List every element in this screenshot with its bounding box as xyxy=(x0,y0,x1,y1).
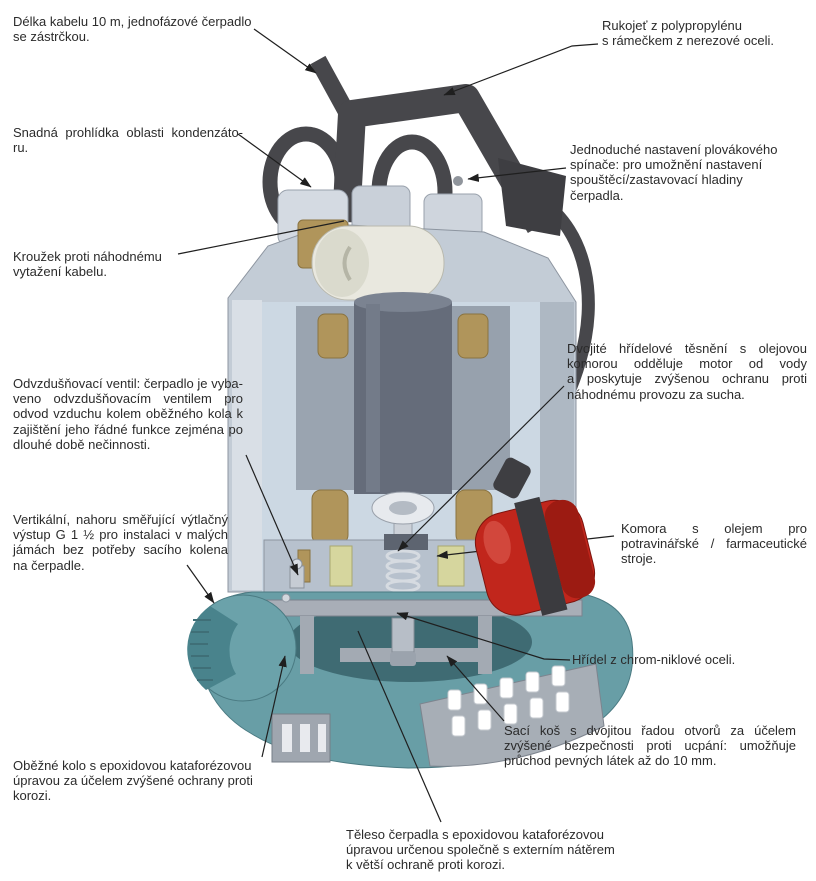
callout-text-line: se zástrčkou. xyxy=(13,29,90,45)
callout-rukojet: Rukojeť z polypropylénu s rámečkem z ner… xyxy=(602,18,802,48)
callout-delka-kabelu: Délka kabelu 10 m, jednofázové čerpadlo … xyxy=(13,14,265,44)
callout-snadna-prohlidka: Snadná prohlídka oblasti kondenzáto- ru. xyxy=(13,125,243,155)
callout-text-line: odvod vzduchu kolem oběžného kola k xyxy=(13,406,243,422)
callout-text-line: stroje. xyxy=(621,551,657,567)
callout-text-line: Komora s olejem pro xyxy=(621,521,807,536)
callout-text-line: úpravou určenou společně s externím nátě… xyxy=(346,842,615,858)
float-cable-connector xyxy=(493,457,531,499)
callout-vertikalni-vystup: Vertikální, nahoru směřující výtlačný vý… xyxy=(13,512,228,573)
leader-dvojite-tesneni xyxy=(397,385,565,552)
leader-vertikalni-vystup xyxy=(186,564,215,604)
leader-odvzdusnovaci-ventil xyxy=(245,454,299,576)
leader-saci-kos xyxy=(446,655,505,722)
leader-rukojet xyxy=(443,43,599,96)
callout-text-line: výstup G 1 ½ pro instalaci v malých xyxy=(13,527,228,543)
callout-text-line: Těleso čerpadla s epoxidovou kataforézov… xyxy=(346,827,604,842)
callout-text-line: čerpadla. xyxy=(570,187,624,203)
callout-text-line: komorou odděluje motor od vody xyxy=(567,356,807,372)
callout-text-line: a poskytuje zvýšenou ochranu proti xyxy=(567,371,807,387)
callout-text-line: s rámečkem z nerezové oceli. xyxy=(602,33,774,49)
callout-text-line: ru. xyxy=(13,140,29,156)
callout-text-line: Snadná prohlídka oblasti kondenzáto- xyxy=(13,125,243,140)
callout-text-line: Sací koš s dvojitou řadou otvorů za účel… xyxy=(504,723,796,738)
callout-text-line: vytažení kabelu. xyxy=(13,264,107,280)
callout-text-line: spínače: pro umožnění nastavení xyxy=(570,157,763,173)
callout-text-line: dlouhé době nečinnosti. xyxy=(13,436,151,452)
capacitor xyxy=(297,219,445,301)
callout-text-line: zajištění jeho řádné funkce zejména po xyxy=(13,421,243,437)
callout-text-line: úpravou za účelem zvýšené ochrany proti xyxy=(13,773,253,789)
handle xyxy=(332,84,566,236)
callout-text-line: Délka kabelu 10 m, jednofázové čerpadlo xyxy=(13,14,252,29)
callout-saci-kos: Sací koš s dvojitou řadou otvorů za účel… xyxy=(504,723,796,769)
callout-dvojite-tesneni: Dvojité hřídelové těsnění s olejovou kom… xyxy=(567,341,807,402)
callout-text-line: zvýšené bezpečnosti proti ucpání: umožňu… xyxy=(504,738,796,754)
callout-odvzdusnovaci-ventil: Odvzdušňovací ventil: čerpadlo je vyba- … xyxy=(13,376,243,452)
float-cable-clamp-screw xyxy=(453,176,463,186)
leader-delka-kabelu xyxy=(253,28,317,74)
callout-text-line: veno odvzdušňovacím ventilem pro xyxy=(13,391,243,407)
suction-strainer xyxy=(271,663,605,767)
callout-text-line: náhodnému provozu za sucha. xyxy=(567,386,745,402)
callout-text-line: Hřídel z chrom-niklové oceli. xyxy=(572,652,736,667)
callout-text-line: Dvojité hřídelové těsnění s olejovou xyxy=(567,341,807,356)
callout-obezne-kolo: Oběžné kolo s epoxidovou kataforézovou ú… xyxy=(13,758,273,804)
strainer-slots xyxy=(447,665,570,737)
callout-komora-s-olejem: Komora s olejem pro potravinářské / farm… xyxy=(621,521,807,567)
callout-text-line: na čerpadle. xyxy=(13,557,85,573)
callout-text-line: Vertikální, nahoru směřující výtlačný xyxy=(13,512,228,527)
shaft-seal xyxy=(384,534,428,550)
impeller-hub xyxy=(391,617,415,653)
leader-obezne-kolo xyxy=(261,655,287,758)
callout-text-line: k větší ochraně proti korozi. xyxy=(346,857,505,873)
leader-krouzek xyxy=(177,220,345,255)
leader-hridel xyxy=(396,612,571,661)
callout-text-line: korozi. xyxy=(13,788,52,804)
callout-text-line: Jednoduché nastavení plovákového xyxy=(570,142,778,157)
callout-teleso-cerpadla: Těleso čerpadla s epoxidovou kataforézov… xyxy=(346,827,661,873)
callout-text-line: Oběžné kolo s epoxidovou kataforézovou xyxy=(13,758,252,773)
callout-text-line: průchod pevných látek až do 10 mm. xyxy=(504,753,717,769)
leader-teleso-cerpadla xyxy=(357,630,442,823)
callout-text-line: potravinářské / farmaceutické xyxy=(621,536,807,552)
callout-jednoduche-nastaveni: Jednoduché nastavení plovákového spínače… xyxy=(570,142,790,203)
callout-text-line: spouštěcí/zastavovací hladiny xyxy=(570,172,743,188)
callout-text-line: Kroužek proti náhodnému xyxy=(13,249,162,264)
callout-text-line: Odvzdušňovací ventil: čerpadlo je vyba- xyxy=(13,376,243,391)
callout-hridel: Hřídel z chrom-niklové oceli. xyxy=(572,652,792,667)
motor xyxy=(296,292,510,545)
callout-text-line: jámách bez potřeby sacího kolena xyxy=(13,542,228,558)
callout-krouzek: Kroužek proti náhodnému vytažení kabelu. xyxy=(13,249,193,279)
leader-snadna-prohlidka xyxy=(237,133,312,188)
callout-text-line: Rukojeť z polypropylénu xyxy=(602,18,743,33)
leader-jednoduche-nastaveni xyxy=(467,167,567,182)
discharge-outlet xyxy=(187,594,297,702)
float-switch xyxy=(474,496,596,616)
top-caps xyxy=(277,185,483,247)
